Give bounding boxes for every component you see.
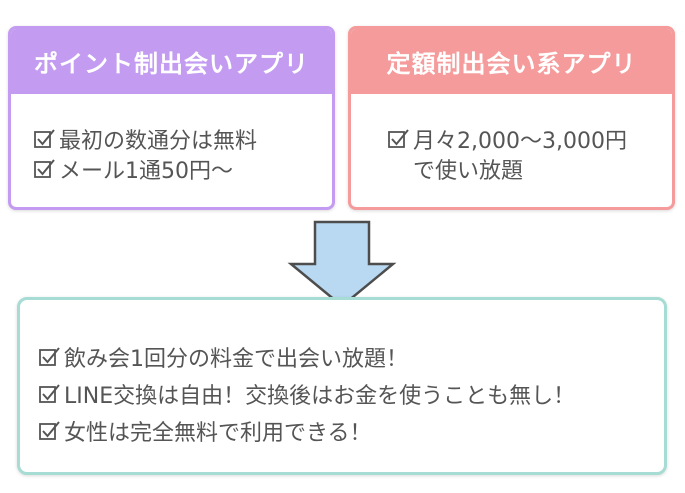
fixed-app-box: 定額制出会い系アプリ 月々2,000～3,000円 で使い放題 bbox=[348, 26, 675, 210]
point-app-item-text: メール1通50円～ bbox=[59, 159, 233, 184]
checkbox-checked-icon bbox=[38, 382, 62, 406]
checkbox-checked-icon bbox=[387, 127, 411, 151]
result-item-text: 女性は完全無料で利用できる！ bbox=[64, 420, 372, 446]
fixed-app-item-text: 月々2,000～3,000円 bbox=[413, 129, 627, 154]
point-app-item: メール1通50円～ bbox=[33, 154, 322, 184]
checkbox-checked-icon bbox=[38, 345, 62, 369]
checkbox-checked-icon bbox=[33, 127, 57, 151]
arrow-down-icon bbox=[287, 220, 397, 308]
result-item-text: LINE交換は自由！交換後はお金を使うことも無し！ bbox=[64, 383, 576, 409]
point-app-title: ポイント制出会いアプリ bbox=[11, 29, 332, 94]
point-app-box: ポイント制出会いアプリ 最初の数通分は無料 メール1通50円～ bbox=[8, 26, 335, 210]
point-app-list: 最初の数通分は無料 メール1通50円～ bbox=[11, 94, 332, 184]
result-item-text: 飲み会1回分の料金で出会い放題！ bbox=[64, 346, 408, 372]
result-item: 女性は完全無料で利用できる！ bbox=[38, 412, 654, 449]
result-list: 飲み会1回分の料金で出会い放題！ LINE交換は自由！交換後はお金を使うことも無… bbox=[20, 300, 664, 449]
result-item: LINE交換は自由！交換後はお金を使うことも無し！ bbox=[38, 375, 654, 412]
result-box: 飲み会1回分の料金で出会い放題！ LINE交換は自由！交換後はお金を使うことも無… bbox=[17, 297, 667, 475]
point-app-item-text: 最初の数通分は無料 bbox=[59, 129, 258, 154]
result-item: 飲み会1回分の料金で出会い放題！ bbox=[38, 338, 654, 375]
checkbox-checked-icon bbox=[33, 157, 57, 181]
point-app-item: 最初の数通分は無料 bbox=[33, 124, 322, 154]
fixed-app-item: 月々2,000～3,000円 bbox=[387, 124, 662, 154]
fixed-app-title: 定額制出会い系アプリ bbox=[351, 29, 672, 94]
fixed-app-item-continued: で使い放題 bbox=[413, 159, 524, 184]
checkbox-checked-icon bbox=[38, 419, 62, 443]
fixed-app-list: 月々2,000～3,000円 で使い放題 bbox=[351, 94, 672, 184]
